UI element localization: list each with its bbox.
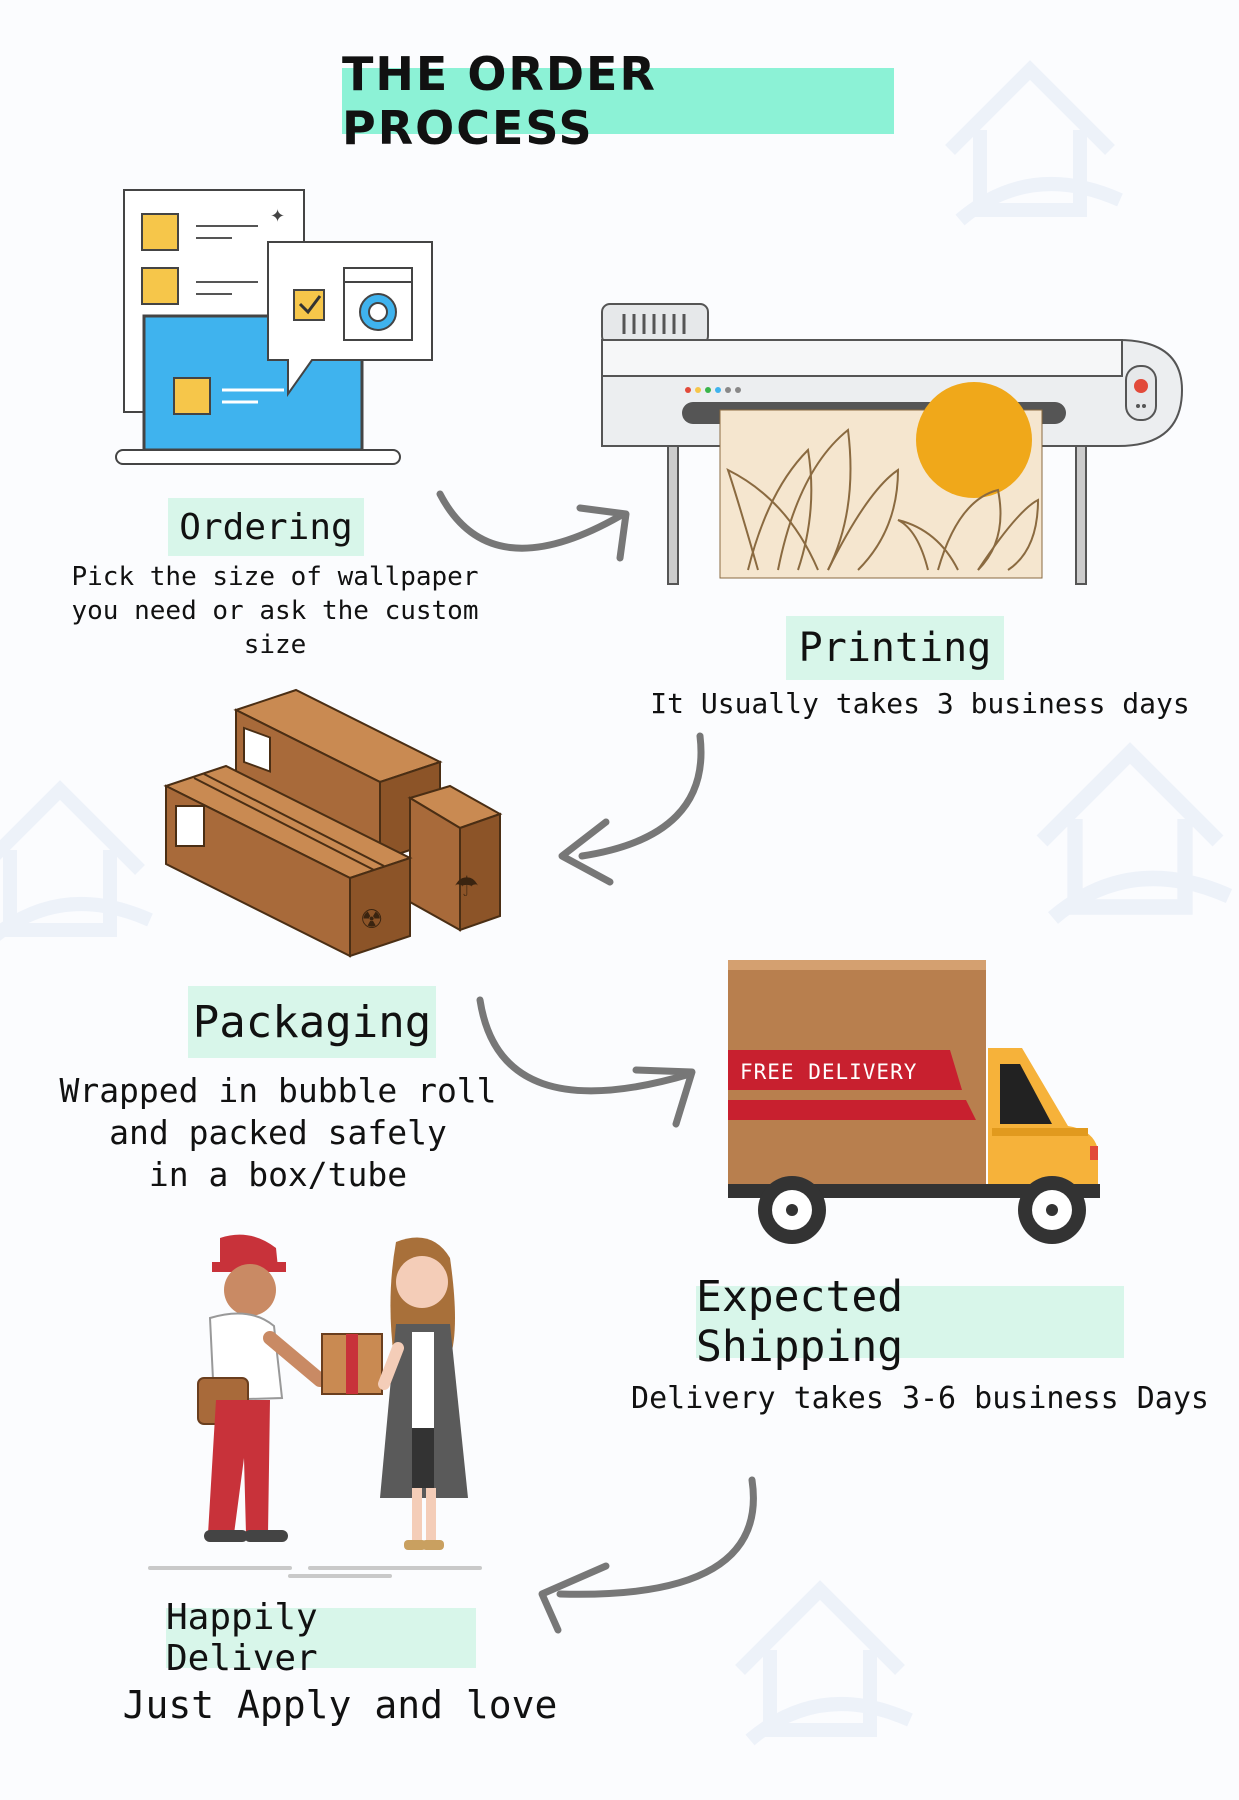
truck-illustration [728,960,1100,1244]
step-label-expected-shipping: Expected Shipping [696,1272,1124,1372]
step-label-ordering: Ordering [168,498,364,556]
flow-arrow-2 [558,732,705,886]
step-description-packaging: Wrapped in bubble roll and packed safely… [59,1071,497,1194]
flow-arrow-3 [476,996,696,1128]
flow-arrow-1 [436,490,630,562]
svg-text:☢: ☢ [360,905,383,935]
step-description-printing: It Usually takes 3 business days [650,687,1190,720]
printer-illustration [601,303,1184,585]
watermark-house-leaf-icon [0,780,153,941]
delivery-people-illustration [148,1234,482,1578]
watermark-house-leaf-icon [1036,742,1233,924]
boxes-illustration: ☂ ☢ [163,688,503,958]
svg-text:✦: ✦ [270,206,285,227]
step-description-expected-shipping: Delivery takes 3-6 business Days [631,1381,1209,1416]
watermark-house-leaf-icon [945,60,1123,226]
page-title: THE ORDER PROCESS [342,47,894,155]
step-label-printing: Printing [786,616,1004,680]
flow-arrow-4 [538,1476,757,1634]
watermark-house-leaf-icon [735,1580,913,1746]
step-description-ordering: Pick the size of wallpaper you need or a… [71,562,479,660]
step-label-happily-deliver: Happily Deliver [166,1597,476,1679]
svg-text:☂: ☂ [454,870,479,903]
step-description-happily-deliver: Just Apply and love [122,1683,558,1727]
ordering-illustration: ✦ [115,189,433,465]
truck-sign: FREE DELIVERY [740,1060,918,1084]
step-label-packaging: Packaging [188,986,436,1058]
